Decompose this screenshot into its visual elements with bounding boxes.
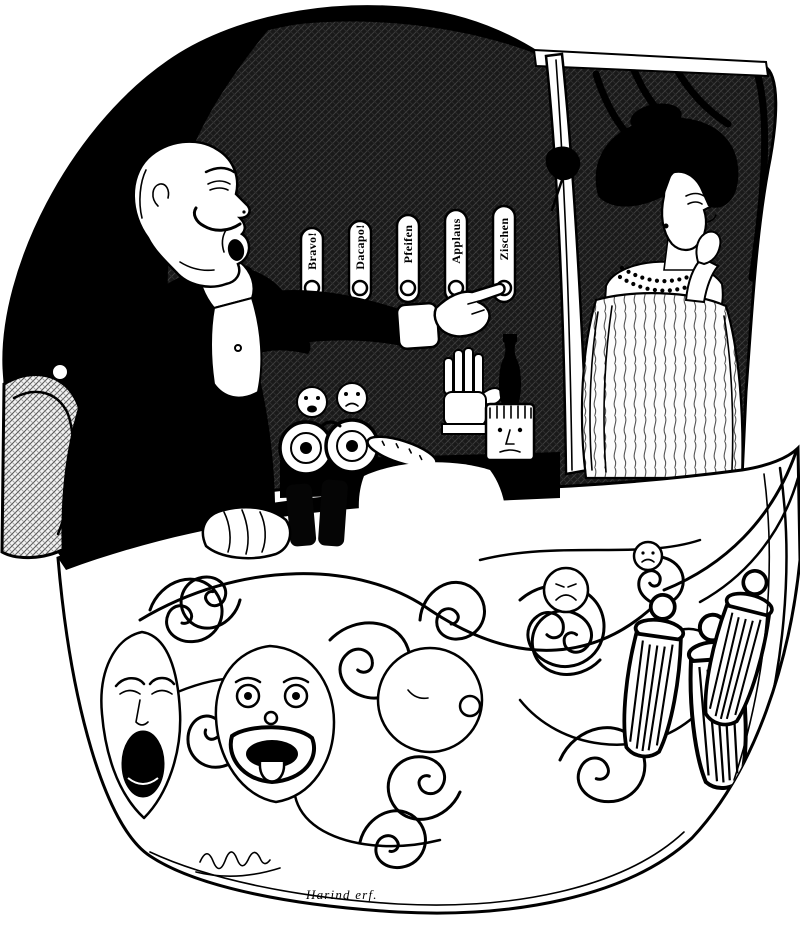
man-face-features [139,166,246,272]
opera-glasses [278,418,380,476]
man-figure [61,140,506,562]
woman-forearm [684,256,720,304]
chair-knob [51,363,69,381]
ornament-grumpy-face [542,566,590,614]
balcony-ornaments [100,450,800,906]
button-ring-pfeifen [399,279,417,297]
resting-hand-fingers [223,509,266,555]
panel-button-applaus: Applaus [443,208,469,304]
woman-hair [595,117,739,208]
grotesque-mask-wailing [100,630,182,820]
opera-glasses-silhouette [545,146,581,181]
panel-label-bravo: Bravo! [305,232,319,270]
hair-comb [703,144,725,159]
man-pressing-hand [433,282,506,338]
artist-signature: Harind erf. [305,887,378,902]
earring [663,223,669,229]
woman-figure [580,103,744,480]
hand-creases [467,300,485,315]
curtain-rod [532,48,770,78]
artist-scribble [195,851,281,877]
bottle [499,334,521,404]
panel-button-bravo: Bravo! [299,226,325,304]
box-partition [544,52,590,476]
program-book-left [285,483,317,547]
balcony-parapet [56,444,800,915]
woman-dress [580,292,744,480]
panel-button-pfeifen: Pfeifen [395,213,421,304]
claque-control-panel: Bravo! Dacapo! Pfeifen Applaus Zischen [299,204,517,304]
panel-label-zischen: Zischen [497,218,511,261]
dress-shading [589,305,734,473]
panel-label-applaus: Applaus [449,218,463,264]
man-arm [250,289,402,352]
small-mask-left [296,386,328,418]
shirt-button [234,344,242,352]
ornament-tiny-face [632,540,664,572]
grotesque-mask-grinning [214,644,336,804]
mustache [192,206,242,232]
woman-hand [695,230,722,266]
ornament-bald-head [376,646,484,754]
open-mouth [227,239,245,261]
man-resting-hand [201,506,292,560]
face-plaque [484,402,536,462]
woman-face-features [685,192,717,223]
small-mask-right [336,382,368,414]
panel-label-pfeifen: Pfeifen [401,225,415,264]
panel-button-dacapo: Dacapo! [347,219,373,304]
cucumber-prop [366,435,438,469]
man-cuff [395,301,441,351]
man-head [132,140,251,288]
white-highlight-blob [358,462,507,583]
button-ring-dacapo [351,279,369,297]
panel-label-dacapo: Dacapo! [353,224,367,269]
woman-hair-topknot [630,103,682,133]
clapper-glove [441,347,503,435]
curtain-cords [662,450,800,604]
program-book-right [318,479,348,547]
